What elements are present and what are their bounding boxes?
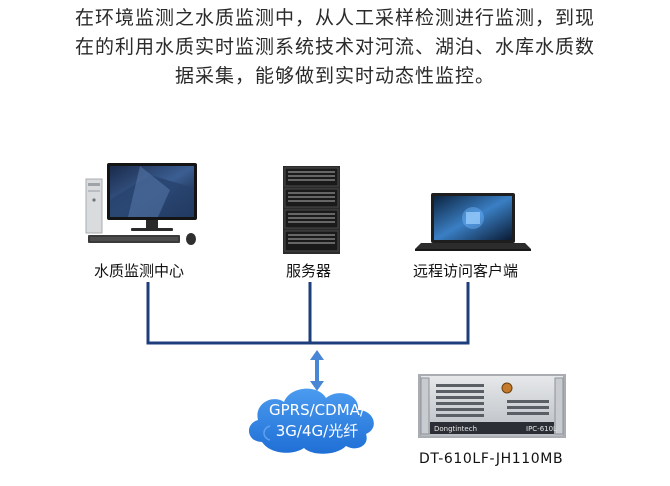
server-label: 服务器	[286, 262, 332, 280]
desktop-pc-icon	[85, 163, 197, 245]
intro-line-3: 据采集，能够做到实时动态性监控。	[174, 65, 495, 87]
intro-line-1: 在环境监测之水质监测中，从人工采样检测进行监测，到现	[74, 7, 595, 29]
industrial-pc-icon: Dongtintech IPC-610L	[418, 374, 566, 438]
intro-text: 在环境监测之水质监测中，从人工采样检测进行监测，到现 在的利用水质实时监测系统技…	[8, 4, 662, 91]
laptop-icon	[415, 193, 531, 251]
device-brand-text: Dongtintech	[434, 425, 477, 433]
device-badge-text: IPC-610L	[526, 425, 557, 433]
remote-client-label: 远程访问客户端	[413, 262, 519, 280]
link-arrow-icon	[310, 350, 324, 391]
network-cloud-text: GPRS/CDMA/ 3G/4G/光纤	[256, 400, 378, 442]
monitoring-center-label: 水质监测中心	[94, 262, 185, 280]
server-rack-icon	[283, 166, 340, 254]
intro-line-2: 在的利用水质实时监测系统技术对河流、湖泊、水库水质数	[74, 36, 595, 58]
network-cloud-icon	[248, 388, 374, 454]
connector-lines	[146, 282, 470, 345]
device-model-label: DT-610LF-JH110MB	[419, 451, 564, 467]
network-line-2: 3G/4G/光纤	[275, 422, 359, 440]
network-line-1: GPRS/CDMA/	[269, 401, 365, 419]
